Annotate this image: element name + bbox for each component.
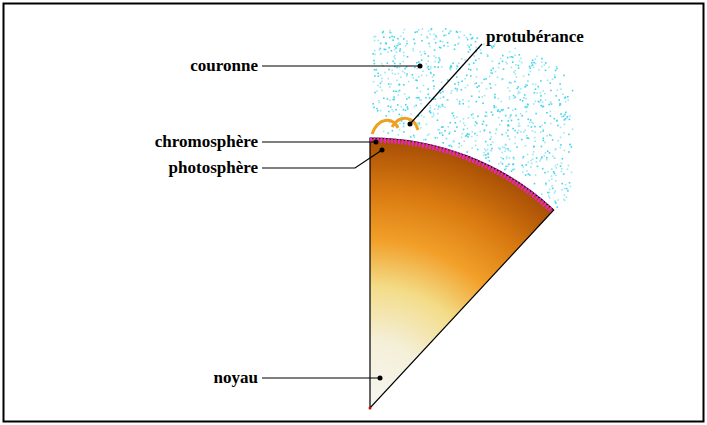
sun-wedge [370,138,554,408]
prominence-label: protubérance [486,27,584,47]
core-label: noyau [214,368,258,388]
leader-lines [262,44,482,378]
prominence [372,118,418,134]
chromosphere-band [370,140,552,211]
chromosphere-label: chromosphère [155,132,258,152]
center-dot [369,407,372,410]
corona-label: couronne [190,56,258,76]
leader-dots [374,64,423,381]
photosphere-label: photosphère [169,158,258,178]
frame [4,4,704,422]
